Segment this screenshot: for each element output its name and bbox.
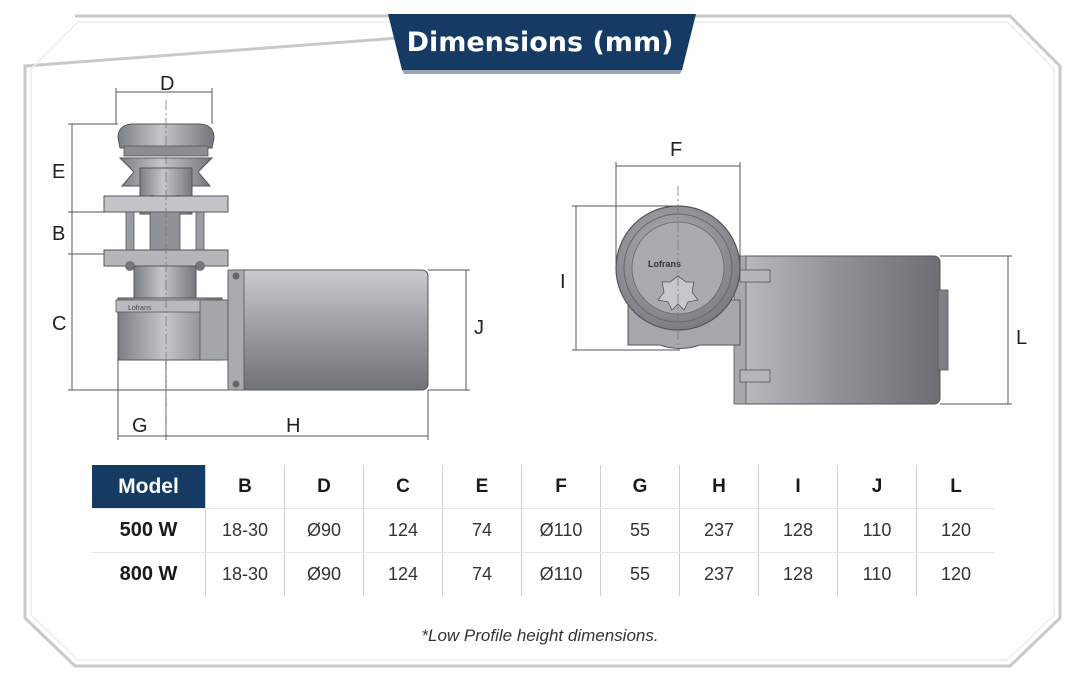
dim-label-f: F	[670, 139, 683, 161]
side-view-dimension-lines	[68, 88, 470, 440]
table-cell: 120	[916, 552, 995, 596]
column-header: D	[284, 465, 364, 509]
dim-label-g: G	[132, 415, 148, 437]
dimensions-table: Model B D C E F G H I J L 500 W 18-30 Ø9…	[92, 465, 995, 596]
column-header: L	[916, 465, 995, 509]
column-header: J	[837, 465, 917, 509]
table-cell: 55	[600, 508, 680, 553]
table-cell: 110	[837, 508, 917, 553]
front-view-dimension-lines	[572, 162, 1012, 405]
table-cell: Ø110	[521, 552, 601, 596]
title-banner-shadow	[402, 70, 682, 74]
table-cell: 74	[442, 508, 522, 553]
footnote: *Low Profile height dimensions.	[421, 626, 659, 645]
table-row: 800 W 18-30 Ø90 124 74 Ø110 55 237 128 1…	[92, 552, 995, 596]
table-row: 500 W 18-30 Ø90 124 74 Ø110 55 237 128 1…	[92, 508, 995, 553]
model-cell: 500 W	[92, 508, 206, 553]
table-cell: 55	[600, 552, 680, 596]
dim-label-d: D	[160, 73, 175, 95]
table-cell: 128	[758, 508, 838, 553]
svg-text:Lofrans: Lofrans	[128, 305, 152, 312]
column-header: E	[442, 465, 522, 509]
column-header: C	[363, 465, 443, 509]
outer-frame-inner	[30, 21, 1055, 661]
column-header: G	[600, 465, 680, 509]
table-header-row: Model B D C E F G H I J L	[92, 465, 995, 509]
dim-label-j: J	[474, 317, 484, 339]
table-cell: 128	[758, 552, 838, 596]
table-cell: Ø90	[284, 508, 364, 553]
dim-label-e: E	[52, 161, 66, 183]
table-cell: 124	[363, 508, 443, 553]
table-cell: 237	[679, 552, 759, 596]
dim-label-c: C	[52, 313, 67, 335]
table-cell: 120	[916, 508, 995, 553]
column-header: B	[205, 465, 285, 509]
column-header: I	[758, 465, 838, 509]
dim-label-i: I	[560, 271, 566, 293]
svg-text:Lofrans: Lofrans	[648, 259, 681, 269]
table-cell: 110	[837, 552, 917, 596]
dim-label-h: H	[286, 415, 301, 437]
table-cell: Ø110	[521, 508, 601, 553]
title-banner	[388, 14, 696, 70]
table-cell: 74	[442, 552, 522, 596]
table-cell: 18-30	[205, 552, 285, 596]
table-cell: 237	[679, 508, 759, 553]
model-cell: 800 W	[119, 563, 178, 585]
page-title: Dimensions (mm)	[406, 27, 674, 58]
table-cell: Ø90	[284, 552, 364, 596]
table-cell: 124	[363, 552, 443, 596]
column-header: F	[521, 465, 601, 509]
model-column-header: Model	[92, 465, 206, 509]
table-cell: 18-30	[205, 508, 285, 553]
column-header: H	[679, 465, 759, 509]
dim-label-b: B	[52, 223, 66, 245]
dim-label-l: L	[1016, 327, 1028, 349]
